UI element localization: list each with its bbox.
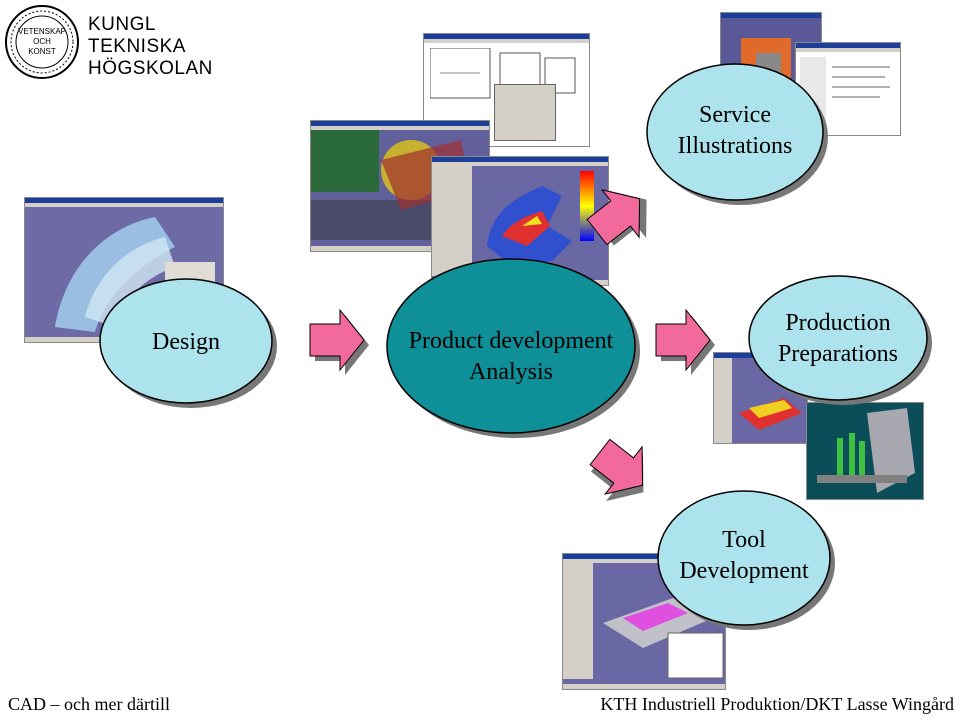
mold-model-render	[714, 358, 802, 443]
production-label-line-1: Production	[785, 310, 891, 336]
design-label: Design	[100, 311, 272, 373]
arrow-design-to-product	[309, 309, 369, 375]
production-screenshot-2	[806, 402, 924, 500]
footer-left: CAD – och mer därtill	[8, 694, 170, 714]
arrow-product-to-tool	[581, 427, 662, 516]
seal-line-3: KONST	[28, 47, 56, 56]
logo-name-line-2: TEKNISKA	[88, 36, 186, 57]
service-label-line-2: Illustrations	[677, 133, 793, 159]
arrow-product-to-production	[655, 309, 715, 375]
design-label-text: Design	[152, 328, 220, 355]
fixture-model-render	[817, 408, 915, 493]
tool-label: Tool Development	[658, 525, 830, 587]
service-label-line-1: Service	[699, 102, 771, 128]
stress-analysis-render	[432, 166, 594, 276]
production-node	[748, 275, 928, 401]
product-dev-label-line-1: Product development	[408, 328, 614, 354]
tool-label-line-1: Tool	[722, 527, 766, 553]
service-label: Service Illustrations	[647, 100, 823, 162]
seal-line-2: OCH	[33, 37, 51, 46]
production-label: Production Preparations	[749, 308, 927, 370]
production-label-line-2: Preparations	[778, 341, 898, 367]
seal-line-1: VETENSKAP	[18, 27, 66, 36]
tool-model-render	[563, 563, 724, 679]
logo-name-line-1: KUNGL	[88, 14, 156, 35]
tool-node	[657, 490, 831, 626]
design-node	[99, 278, 273, 404]
footer-right: KTH Industriell Produktion/DKT Lasse Win…	[600, 694, 954, 714]
kth-seal-logo: VETENSKAP OCH KONST	[5, 5, 79, 79]
kth-name-logo: KUNGL TEKNISKA HÖGSKOLAN	[88, 14, 213, 80]
tool-label-line-2: Development	[679, 558, 809, 584]
product-dev-label: Product development Analysis	[387, 326, 635, 388]
arrow-product-to-service	[578, 174, 666, 257]
logo-name-line-3: HÖGSKOLAN	[88, 58, 213, 79]
service-node	[646, 63, 824, 201]
product-dev-node	[386, 258, 636, 434]
product-dev-label-line-2: Analysis	[469, 359, 553, 385]
